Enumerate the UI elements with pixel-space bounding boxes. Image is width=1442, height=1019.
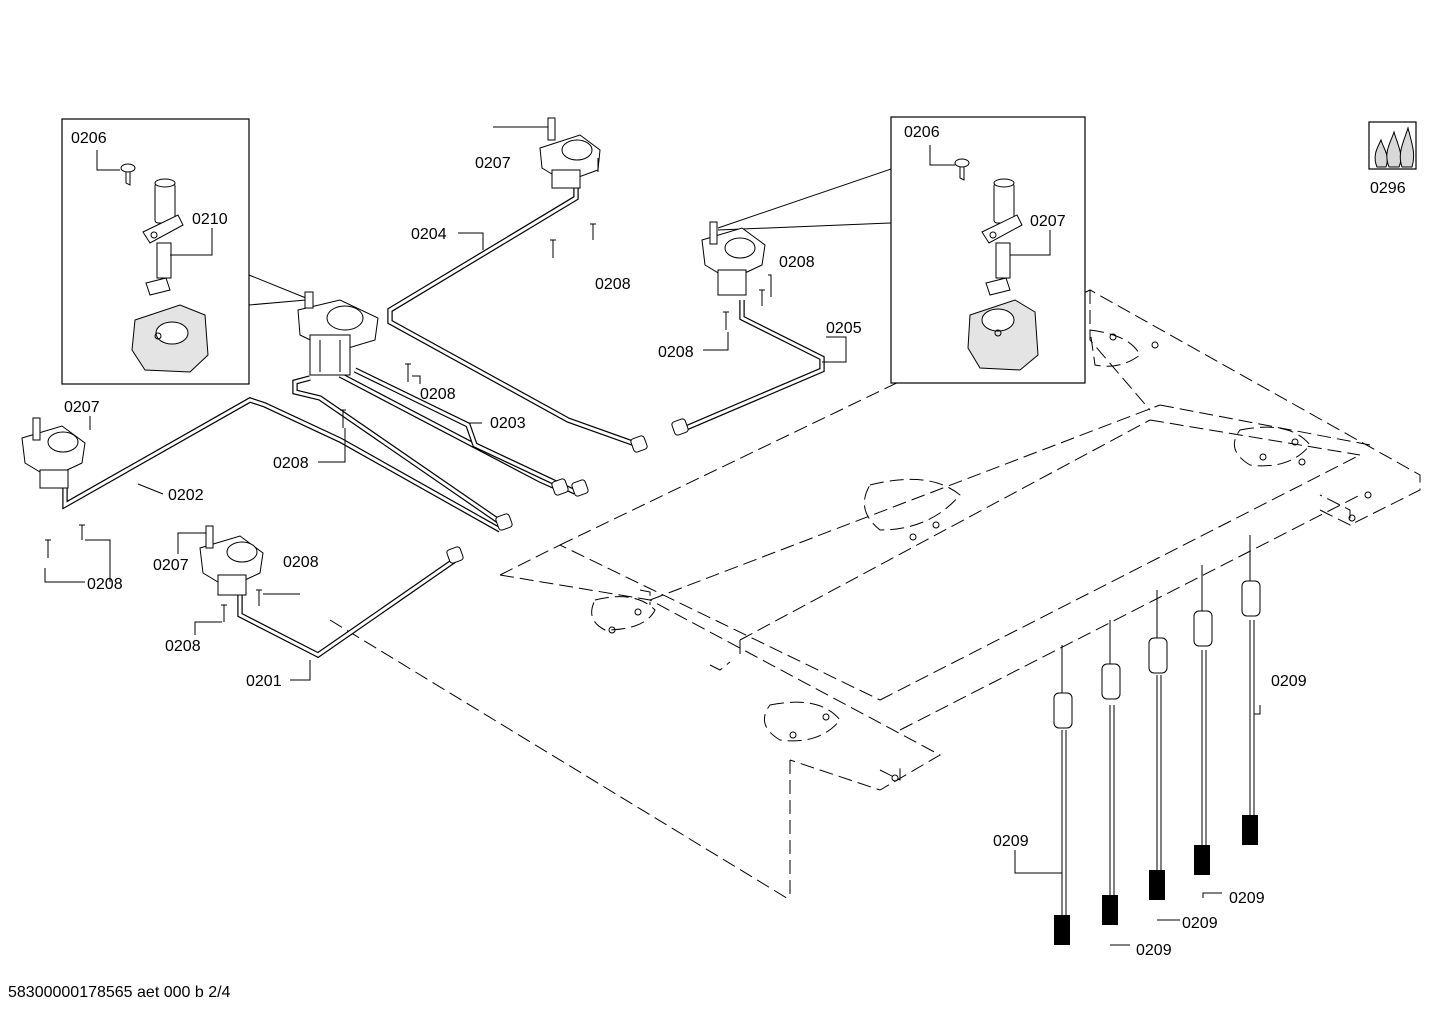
burner-valve-left [21, 417, 86, 489]
burner-valve-center [297, 291, 379, 376]
screw-icon [954, 158, 970, 181]
callout-0208: 0208 [779, 254, 815, 271]
callout-0204: 0204 [411, 226, 447, 243]
callout-0209: 0209 [1229, 890, 1265, 907]
flame-icon [1368, 121, 1417, 170]
callout-0208: 0208 [87, 576, 123, 593]
callout-0207: 0207 [64, 399, 100, 416]
callout-0208: 0208 [165, 638, 201, 655]
burner-valve-bottom [199, 525, 264, 596]
callout-0206: 0206 [904, 124, 940, 141]
inset-detail-right [717, 116, 1086, 384]
callout-0208: 0208 [420, 386, 456, 403]
callout-0209: 0209 [1271, 673, 1307, 690]
pipe-nut [446, 418, 689, 564]
screw-icon [120, 163, 136, 186]
ignition-cables [1053, 535, 1261, 945]
callout-0208: 0208 [273, 455, 309, 472]
callout-0209: 0209 [1136, 942, 1172, 959]
inset-detail-left [61, 118, 307, 385]
document-reference: 58300000178565 aet 000 b 2/4 [8, 984, 231, 1001]
callout-0209: 0209 [993, 833, 1029, 850]
leader-lines [44, 126, 1261, 946]
callout-0208: 0208 [658, 344, 694, 361]
burner-valve-right [701, 221, 766, 296]
callout-0207: 0207 [475, 155, 511, 172]
thermocouple-icon [142, 178, 184, 296]
callout-0207: 0207 [1030, 213, 1066, 230]
callout-0208: 0208 [595, 276, 631, 293]
screw-icon [45, 223, 765, 622]
callout-0208: 0208 [283, 554, 319, 571]
burner-valve-top [539, 117, 601, 189]
callout-0202: 0202 [168, 487, 204, 504]
gas-pipes [62, 180, 825, 659]
callout-0203: 0203 [490, 415, 526, 432]
callout-labels: 0206 0210 0207 0204 0208 0206 0207 0296 … [64, 124, 1406, 959]
callout-0205: 0205 [826, 320, 862, 337]
callout-0207: 0207 [153, 557, 189, 574]
callout-0296: 0296 [1370, 180, 1406, 197]
callout-0209: 0209 [1182, 915, 1218, 932]
burner-base-icon [967, 299, 1039, 371]
thermocouple-icon [981, 178, 1023, 296]
burner-base-icon [131, 304, 209, 373]
callout-0206: 0206 [71, 130, 107, 147]
callout-0210: 0210 [192, 211, 228, 228]
callout-0201: 0201 [246, 673, 282, 690]
